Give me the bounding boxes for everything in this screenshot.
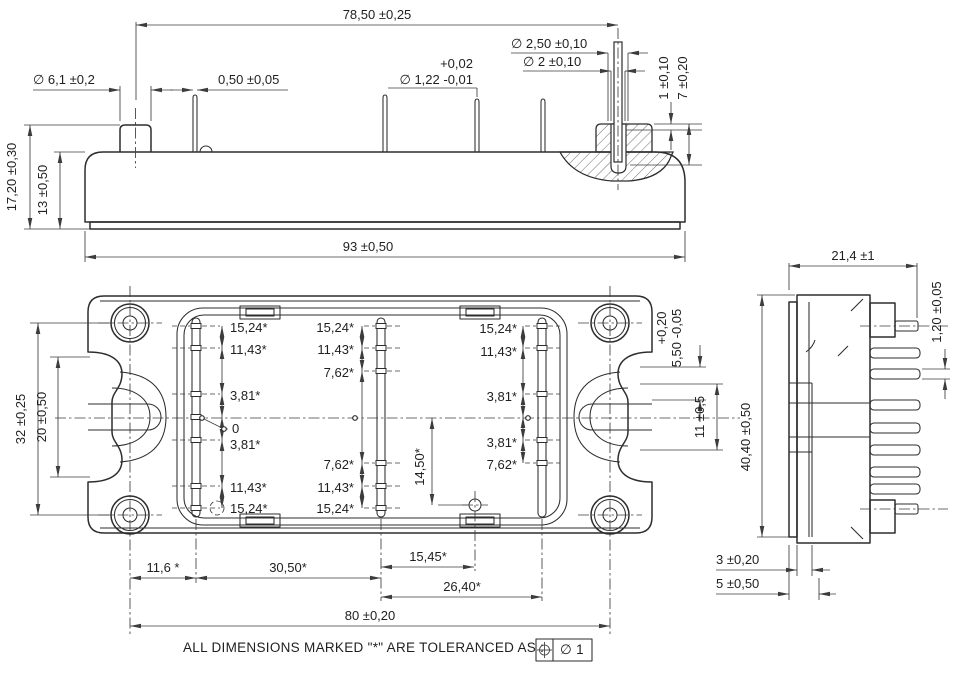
datum-hole-dashed (209, 500, 225, 516)
dim-pin2-1143b: 11,43* (317, 480, 354, 495)
dim-pin3-762b: 7,62* (487, 457, 517, 472)
dim-pin3-1524t: 15,24* (479, 321, 517, 336)
dim-pin3-381b: 3,81* (487, 435, 517, 450)
dim-plan-32: 32 ±0,25 (13, 394, 28, 445)
dim-length-total: 93 ±0,50 (343, 239, 394, 254)
dim-boss-dia: ∅ 6,1 ±0,2 (33, 72, 95, 87)
dim-terminal-h1: 1 ±0,10 (656, 56, 671, 99)
dim-slot-550: 5,50 -0,05 (669, 309, 684, 368)
end-pins (869, 347, 921, 495)
dim-end-height: 40,40 ±0,50 (738, 403, 753, 472)
plan-body-outline (87, 295, 653, 534)
lid-frame-outer (176, 307, 568, 526)
mounting-boss (119, 124, 152, 152)
dim-pin-dia-plus: +0,02 (440, 56, 473, 71)
dim-pin3-1143t: 11,43* (480, 344, 517, 359)
dim-pin2-1524t: 15,24* (316, 320, 354, 335)
end-body (796, 294, 871, 544)
dim-terminal-h7: 7 ±0,20 (675, 56, 690, 99)
pin-row-2 (375, 317, 387, 518)
footer-note: ALL DIMENSIONS MARKED "*" ARE TOLERANCED… (183, 638, 593, 662)
dim-pin2-1524b: 15,24* (316, 501, 354, 516)
pin-row-2-leaders (364, 325, 400, 509)
dim-slot-11: 11 ±0,5 (692, 396, 707, 438)
dim-1545: 15,45* (409, 549, 447, 564)
dim-height-total: 17,20 ±0,30 (4, 143, 19, 212)
side-view-dimensions: 78,50 ±0,25 ∅ 6,1 ±0,2 0,50 ±0,05 +0,02 … (4, 7, 702, 262)
dim-terminal-dia-outer: ∅ 2,50 ±0,10 (511, 36, 587, 51)
aux-hole (462, 491, 488, 571)
end-baseplate (788, 301, 798, 538)
end-view (788, 294, 948, 544)
lid-slots (239, 305, 501, 528)
dim-1450: 14,50* (412, 448, 427, 486)
plan-view-dimensions: 15,24* 11,43* 3,81* 0 3,81* 11,43* 15,24… (13, 309, 723, 629)
feature-control-frame (535, 638, 593, 662)
dim-slot-550-plus: +0,20 (654, 312, 669, 345)
dim-top-width: 78,50 ±0,25 (343, 7, 412, 22)
dim-pin1-381t: 3,81* (230, 388, 260, 403)
dim-end-width: 21,4 ±1 (831, 248, 874, 263)
dim-pin1-1143t: 11,43* (230, 342, 267, 357)
baseplate (89, 221, 681, 230)
dim-terminal-dia: ∅ 2 ±0,10 (523, 54, 581, 69)
dim-height-body: 13 ±0,50 (35, 165, 50, 216)
dim-pin2-762b: 7,62* (324, 457, 354, 472)
dim-base-3: 3 ±0,20 (716, 552, 759, 567)
pin-row-3 (536, 317, 548, 518)
dim-3050: 30,50* (269, 560, 307, 575)
pin-row-1-leaders (172, 325, 220, 509)
dim-pin1-zero: 0 (232, 421, 239, 436)
dim-pin1-381b: 3,81* (230, 437, 260, 452)
end-terminal-bottom (869, 499, 896, 534)
dim-pin-dia: ∅ 1,22 -0,01 (400, 72, 473, 87)
pin-row-3-leaders (525, 325, 560, 464)
dim-pin1-1524b: 15,24* (230, 501, 268, 516)
dim-pin2-1143t: 11,43* (317, 342, 354, 357)
dim-pin1-1143b: 11,43* (230, 480, 267, 495)
dim-end-pin-thickness: 1,20 ±0,05 (929, 281, 944, 342)
dim-80: 80 ±0,20 (345, 608, 396, 623)
dim-pin3-381t: 3,81* (487, 389, 517, 404)
end-view-dimensions: 21,4 ±1 1,20 ±0,05 40,40 ±0,50 3 ±0,20 5… (716, 248, 950, 600)
dim-116: 11,6 * (146, 560, 179, 575)
pin-2 (382, 94, 388, 152)
dim-pin1-1524t: 15,24* (230, 320, 268, 335)
tolerance-value: ∅ 1 (560, 642, 584, 657)
dim-2640: 26,40* (443, 579, 481, 594)
dim-base-5: 5 ±0,50 (716, 576, 759, 591)
end-terminal-top (869, 302, 896, 338)
side-view (84, 28, 686, 230)
pin-3 (474, 98, 480, 152)
dim-pin2-762t: 7,62* (324, 365, 354, 380)
pin-1 (192, 94, 198, 152)
dim-pin-thickness: 0,50 ±0,05 (218, 72, 279, 87)
tolerance-note-text: ALL DIMENSIONS MARKED "*" ARE TOLERANCED… (183, 640, 544, 655)
dim-plan-20: 20 ±0,50 (34, 392, 49, 443)
lid-frame-inner (183, 314, 561, 519)
position-tolerance-icon (537, 642, 552, 658)
plan-view (55, 286, 740, 636)
pin-4 (540, 98, 546, 152)
